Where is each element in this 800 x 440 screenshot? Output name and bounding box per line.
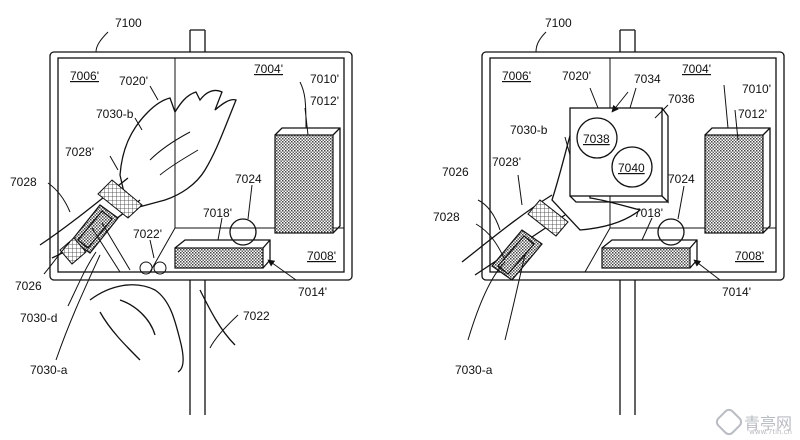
right-label-hand: 7020'	[562, 69, 591, 83]
right-pole	[619, 29, 636, 415]
left-arrow-7014	[267, 259, 297, 281]
left-tall-box	[274, 127, 341, 234]
right-virtual-hand	[551, 111, 642, 231]
watermark-text: 青亭网	[743, 414, 792, 433]
right-tall-box	[704, 127, 771, 234]
right-display-frame	[481, 51, 785, 281]
right-label-arrow: 7014'	[722, 285, 751, 299]
right-label-box-face: 7012'	[738, 107, 767, 121]
right-label-display: 7100	[545, 16, 572, 30]
right-arrow-7034	[611, 91, 629, 113]
left-label-band-a: 7030-a	[30, 363, 68, 377]
right-label-panel-face: 7036	[668, 92, 695, 106]
right-label-wrist: 7028	[433, 210, 460, 224]
left-label-region-b: 7004'	[254, 62, 283, 76]
right-button-2: 7040	[618, 161, 645, 175]
left-virtual-hand	[119, 89, 237, 211]
left-label-device: 7026	[15, 279, 42, 293]
right-band-b	[527, 199, 569, 237]
left-label-arrow: 7014'	[298, 285, 327, 299]
left-other-hand	[89, 284, 236, 373]
left-label-wrist-view: 7028'	[65, 145, 94, 159]
left-pole	[189, 29, 206, 415]
right-button-2-ring	[611, 146, 653, 188]
right-label-band-a: 7030-a	[455, 363, 493, 377]
left-label-box-tall: 7010'	[310, 72, 339, 86]
right-display-screen	[489, 57, 777, 273]
left-small-circle-2	[153, 261, 167, 275]
right-leaders	[467, 31, 739, 341]
watermark-logo-icon	[713, 406, 745, 438]
right-label-band-b: 7030-b	[510, 123, 548, 137]
watermark: 青亭网 www.7tin.cn	[713, 406, 792, 438]
left-label-block-face: 7018'	[203, 206, 232, 220]
left-label-box-face: 7012'	[310, 94, 339, 108]
left-label-hand: 7020'	[119, 74, 148, 88]
left-display-screen	[57, 57, 345, 273]
left-wrist-device	[71, 204, 119, 254]
right-label-region-b: 7004'	[682, 62, 711, 76]
left-ball	[229, 218, 257, 246]
left-label-band-b: 7030-b	[96, 107, 134, 121]
right-label-region-c: 7008'	[735, 249, 764, 263]
left-band-b	[97, 179, 143, 219]
left-label-other-hand: 7022	[243, 309, 270, 323]
right-label-region-a: 7006'	[502, 69, 531, 83]
right-button-1-ring	[576, 117, 618, 159]
left-label-wrist: 7028	[10, 175, 37, 189]
left-small-circle-1	[139, 261, 153, 275]
right-label-panel: 7034	[634, 72, 661, 86]
right-figure: 7100 7006' 7004' 7020' 7034 7036 7010' 7…	[433, 16, 785, 415]
right-wrist-device	[491, 229, 543, 281]
right-label-ball: 7024	[668, 172, 695, 186]
right-ball	[657, 218, 685, 246]
right-button-1: 7038	[583, 132, 610, 146]
left-label-region-c: 7008'	[307, 249, 336, 263]
right-low-block	[601, 239, 698, 269]
watermark-url: www.7tin.cn	[749, 428, 792, 436]
right-label-device: 7026	[442, 165, 469, 179]
right-label-wrist-view: 7028'	[492, 155, 521, 169]
left-leaders	[43, 31, 309, 361]
right-floating-panel	[569, 107, 669, 204]
left-label-region-a: 7006'	[70, 69, 99, 83]
left-low-block	[174, 239, 271, 269]
left-label-hand-view: 7022'	[133, 227, 162, 241]
right-label-box-tall: 7010'	[742, 82, 771, 96]
left-label-display: 7100	[115, 16, 142, 30]
left-figure: 7100 7006' 7004' 7020' 7010' 7012' 7030-…	[10, 16, 353, 415]
left-label-band-d: 7030-d	[20, 311, 57, 325]
right-label-block-face: 7018'	[634, 206, 663, 220]
right-arrow-7014	[693, 259, 721, 281]
left-label-ball: 7024	[235, 172, 262, 186]
left-display-frame	[49, 51, 353, 281]
